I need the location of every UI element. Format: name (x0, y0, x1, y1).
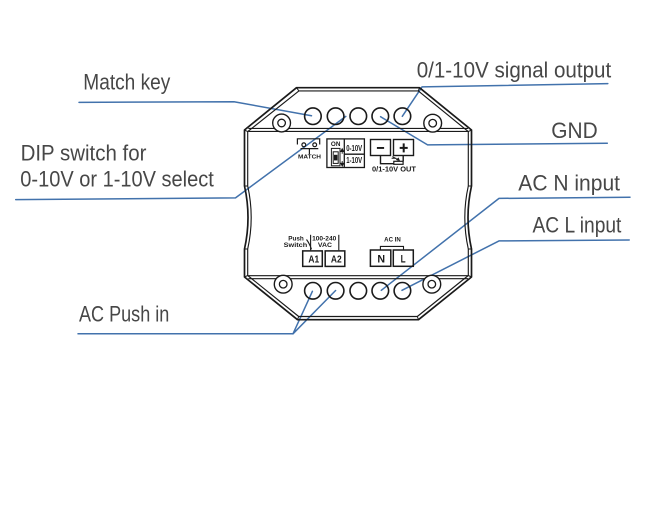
svg-text:MATCH: MATCH (298, 155, 321, 161)
svg-text:0/1-10V signal output: 0/1-10V signal output (417, 58, 612, 83)
svg-text:ON: ON (331, 142, 341, 148)
svg-text:GND: GND (551, 118, 597, 143)
svg-text:0/1-10V OUT: 0/1-10V OUT (372, 164, 417, 173)
svg-text:Switch: Switch (284, 243, 308, 249)
svg-text:AC N input: AC N input (518, 170, 620, 195)
svg-text:L: L (401, 254, 406, 266)
svg-text:AC IN: AC IN (384, 238, 401, 244)
svg-text:N: N (377, 254, 385, 266)
svg-text:100-240: 100-240 (312, 237, 337, 243)
svg-text:Match key: Match key (83, 69, 171, 94)
svg-text:AC L input: AC L input (533, 213, 623, 238)
svg-text:0-10V: 0-10V (346, 144, 363, 153)
svg-text:A2: A2 (331, 253, 342, 265)
svg-text:Push: Push (288, 236, 304, 242)
svg-text:DIP switch for: DIP switch for (21, 141, 147, 166)
svg-text:1-10V: 1-10V (346, 156, 363, 165)
svg-text:VAC: VAC (318, 243, 333, 249)
svg-text:A1: A1 (308, 253, 319, 265)
svg-text:AC Push in: AC Push in (79, 302, 169, 327)
svg-text:0-10V or 1-10V select: 0-10V or 1-10V select (20, 166, 214, 191)
